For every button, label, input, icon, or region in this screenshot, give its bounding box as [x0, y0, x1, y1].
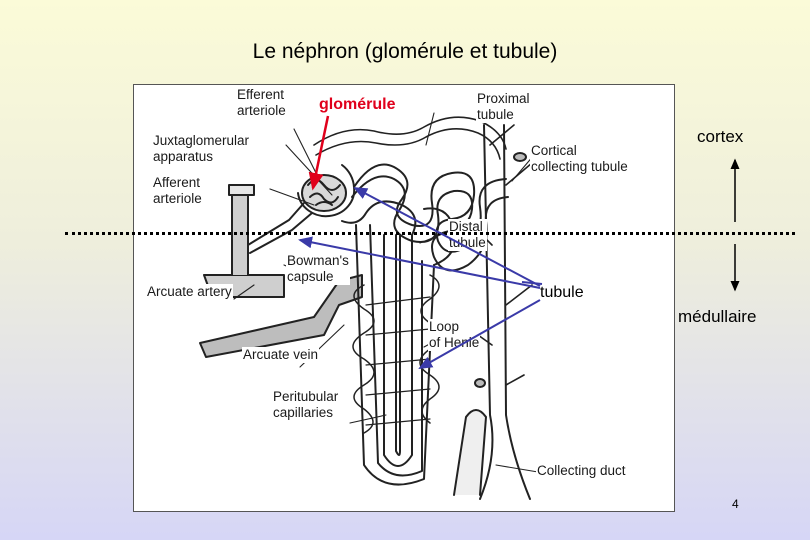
slide-title: Le néphron (glomérule et tubule) — [252, 40, 558, 63]
label-afferent-arteriole: Afferent arteriole — [152, 175, 203, 207]
tubule-arrow-4 — [521, 281, 543, 285]
tubule-label: tubule — [540, 284, 584, 301]
label-efferent-arteriole: Efferent arteriole — [236, 87, 287, 119]
nephron-figure: Efferent arteriole Proximal tubule Juxta… — [133, 84, 675, 512]
label-bowmans-capsule: Bowman's capsule — [286, 253, 350, 285]
label-peritubular-capillaries: Peritubular capillaries — [272, 389, 340, 421]
label-proximal-tubule: Proximal tubule — [476, 91, 531, 123]
page-number: 4 — [732, 497, 739, 511]
tubule-arrow-2 — [298, 236, 541, 289]
cortex-label: cortex — [697, 127, 744, 146]
label-loop-of-henle: Loop of Henle — [428, 319, 481, 351]
tubule-arrow-3 — [418, 299, 541, 369]
tubule-arrow-1 — [353, 187, 541, 287]
label-distal-tubule: Distal tubule — [448, 219, 487, 251]
label-juxtaglomerular-apparatus: Juxtaglomerular apparatus — [152, 133, 251, 165]
nephron-drawing — [199, 112, 545, 500]
collecting-duct-shape — [479, 124, 531, 500]
cortex-medulla-boundary — [65, 232, 795, 235]
label-arcuate-vein: Arcuate vein — [242, 347, 320, 363]
medullaire-label: médullaire — [678, 307, 757, 326]
loop-of-henle-shape — [383, 234, 413, 467]
label-collecting-duct: Collecting duct — [536, 463, 627, 479]
glomerule-label: glomérule — [319, 96, 396, 113]
label-cortical-collecting-tubule: Cortical collecting tubule — [530, 143, 629, 175]
label-arcuate-artery: Arcuate artery — [146, 284, 233, 300]
glomerule-arrow — [308, 115, 330, 191]
